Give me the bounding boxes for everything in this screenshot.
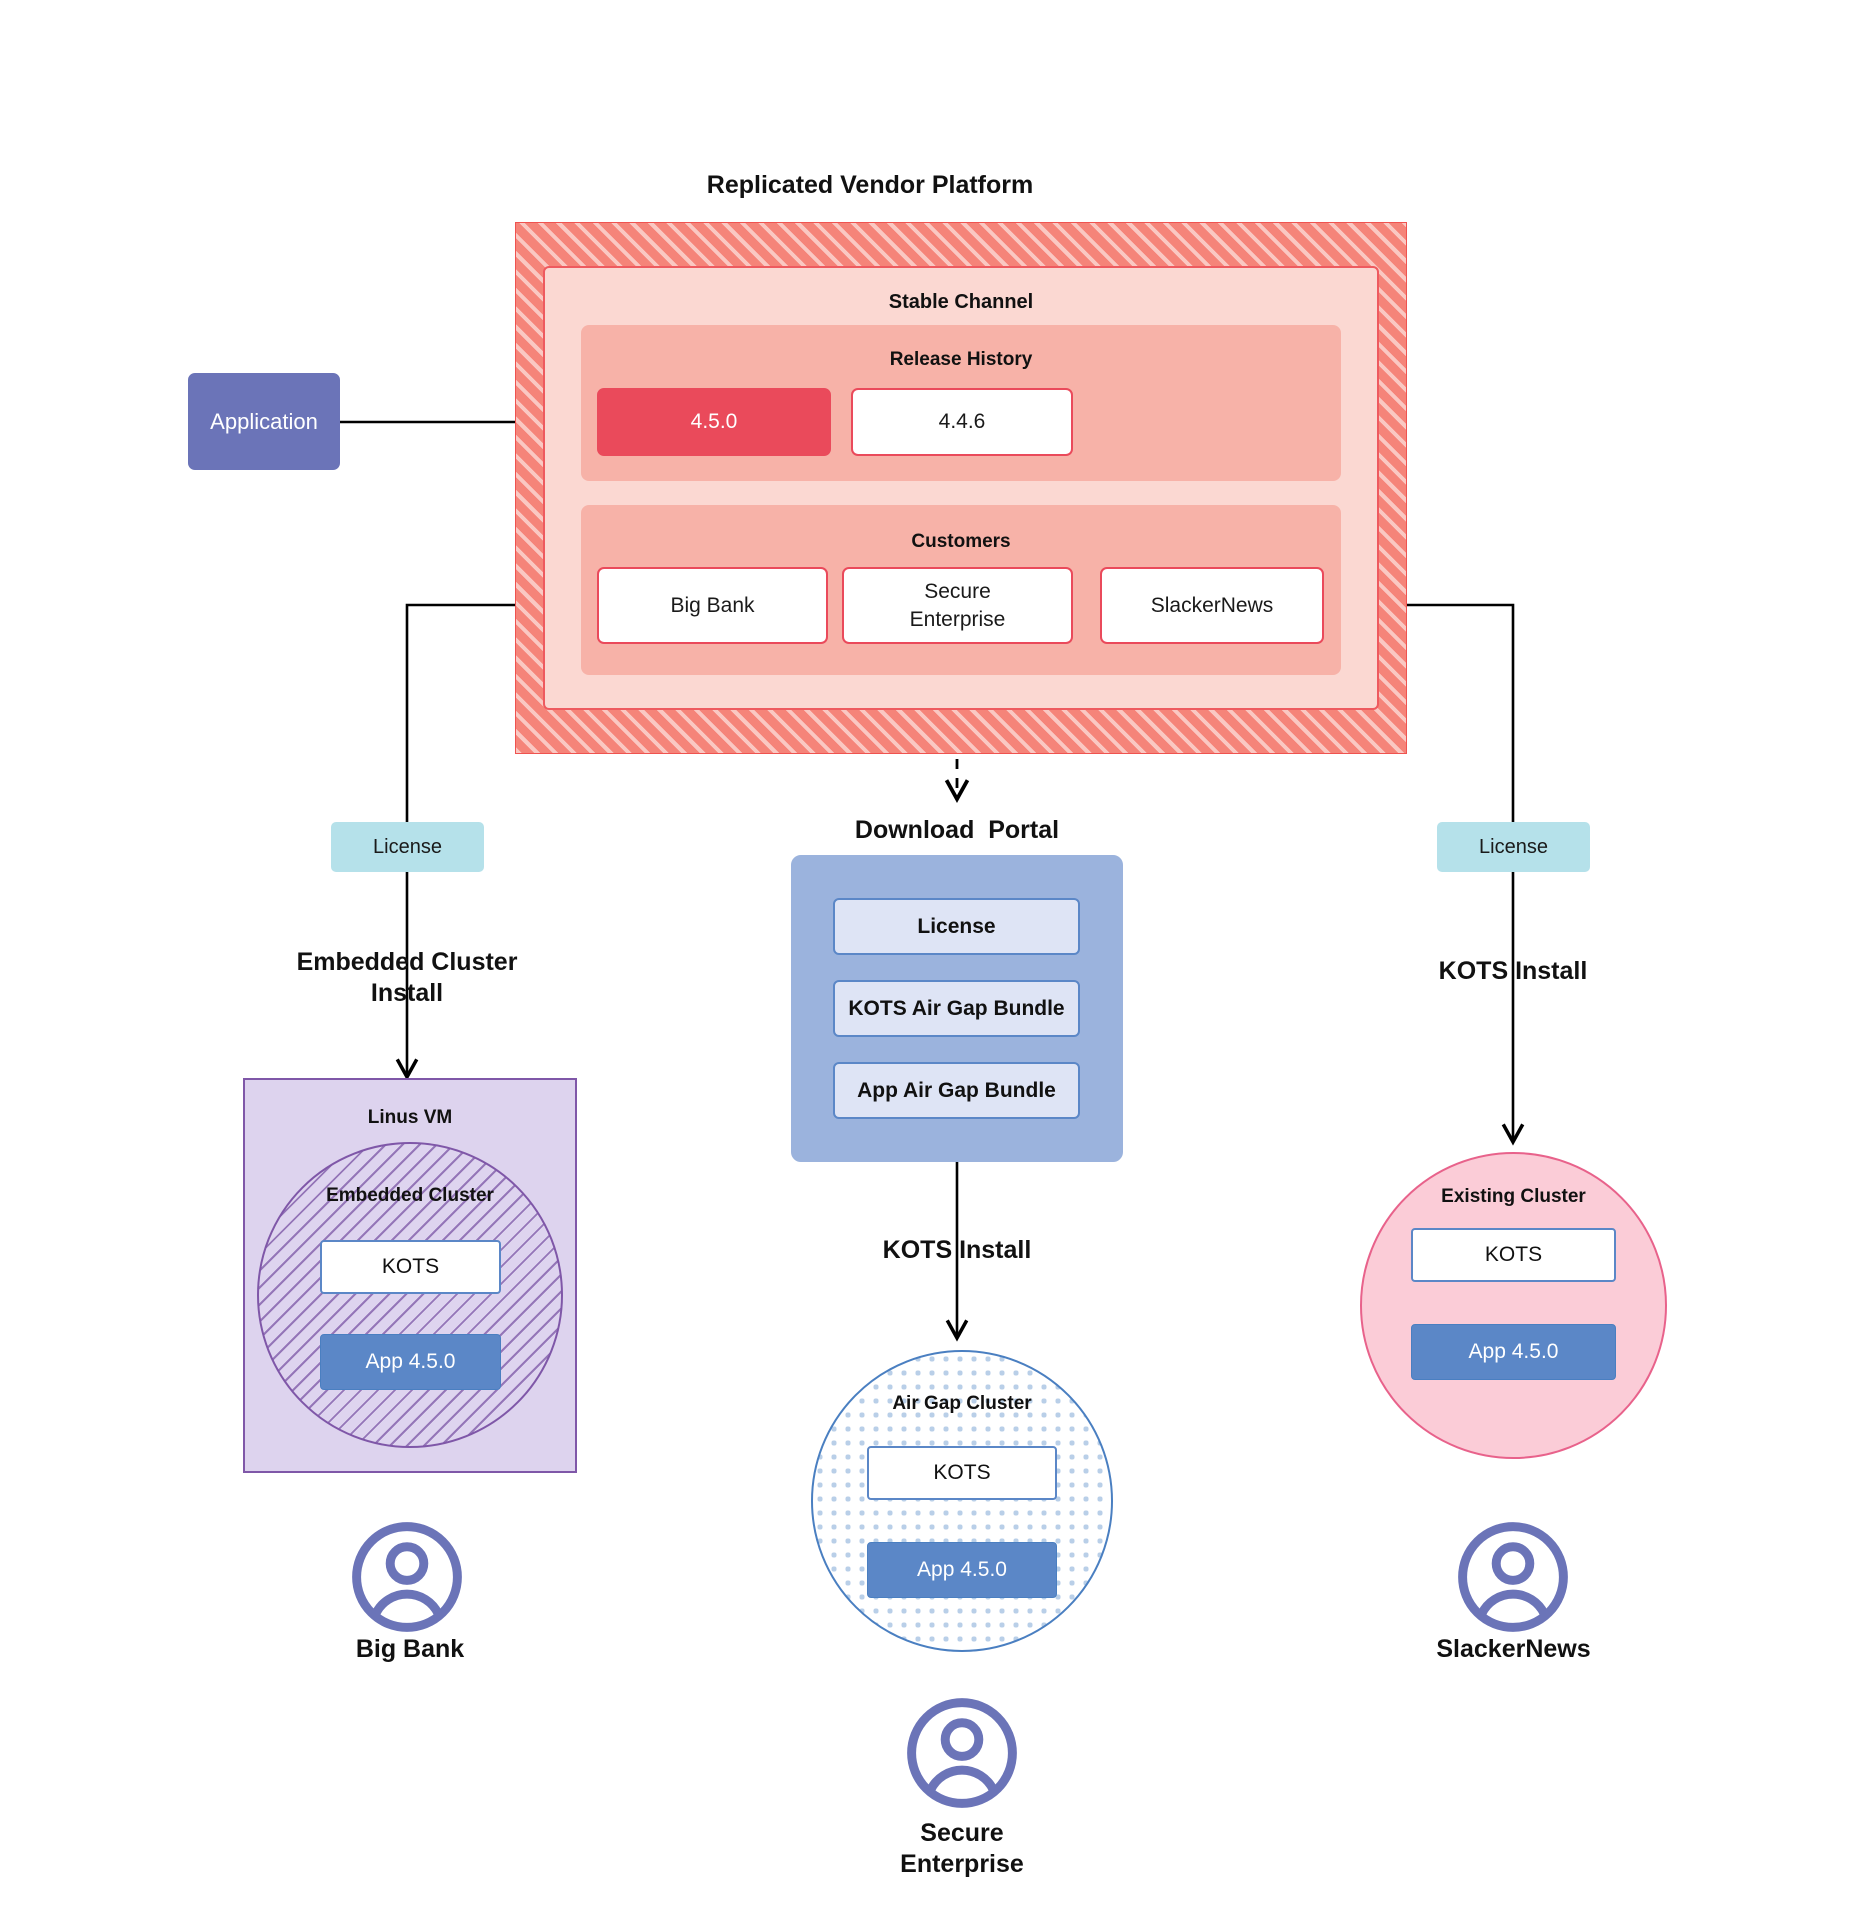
avatar-secure-enterprise: [907, 1698, 1017, 1808]
download-portal-title: Download Portal: [854, 816, 1060, 844]
linux-vm-label: Linus VM: [367, 1107, 453, 1128]
customer-slackernews[interactable]: SlackerNews: [1100, 567, 1324, 644]
kots-install-label-center: KOTS Install: [882, 1236, 1032, 1264]
customer-secure-enterprise[interactable]: Secure Enterprise: [842, 567, 1073, 644]
existing-cluster-label: Existing Cluster: [1441, 1186, 1586, 1207]
embedded-cluster-install-label: Embedded Cluster Install: [296, 948, 518, 1008]
customer-caption-big-bank: Big Bank: [355, 1635, 465, 1663]
kots-box-left[interactable]: KOTS: [320, 1240, 501, 1294]
portal-item-kots-air-gap-bundle[interactable]: KOTS Air Gap Bundle: [833, 980, 1080, 1037]
app-version-box-center[interactable]: App 4.5.0: [867, 1542, 1057, 1598]
customer-caption-secure-enterprise: Secure Enterprise: [900, 1819, 1024, 1879]
app-version-box-right[interactable]: App 4.5.0: [1411, 1324, 1616, 1380]
customer-caption-slackernews: SlackerNews: [1436, 1635, 1591, 1663]
portal-item-app-air-gap-bundle[interactable]: App Air Gap Bundle: [833, 1062, 1080, 1119]
avatar-slackernews: [1458, 1522, 1568, 1632]
embedded-cluster-label: Embedded Cluster: [326, 1185, 494, 1206]
portal-item-license[interactable]: License: [833, 898, 1080, 955]
avatar-big-bank: [352, 1522, 462, 1632]
app-version-box-left[interactable]: App 4.5.0: [320, 1334, 501, 1390]
release-history-label: Release History: [889, 349, 1033, 370]
kots-box-center[interactable]: KOTS: [867, 1446, 1057, 1500]
release-item-previous[interactable]: 4.4.6: [851, 388, 1073, 456]
license-box-right[interactable]: License: [1437, 822, 1590, 872]
application-box[interactable]: Application: [188, 373, 340, 470]
air-gap-cluster-circle: [811, 1350, 1113, 1652]
air-gap-cluster-label: Air Gap Cluster: [892, 1393, 1032, 1414]
license-box-left[interactable]: License: [331, 822, 484, 872]
kots-install-label-right: KOTS Install: [1438, 957, 1588, 985]
embedded-cluster-circle: [257, 1142, 563, 1448]
stable-channel-label: Stable Channel: [888, 291, 1034, 313]
existing-cluster-circle: [1360, 1152, 1667, 1459]
release-item-current[interactable]: 4.5.0: [597, 388, 831, 456]
customer-big-bank[interactable]: Big Bank: [597, 567, 828, 644]
customers-label: Customers: [911, 531, 1011, 552]
kots-box-right[interactable]: KOTS: [1411, 1228, 1616, 1282]
platform-title: Replicated Vendor Platform: [706, 171, 1034, 199]
